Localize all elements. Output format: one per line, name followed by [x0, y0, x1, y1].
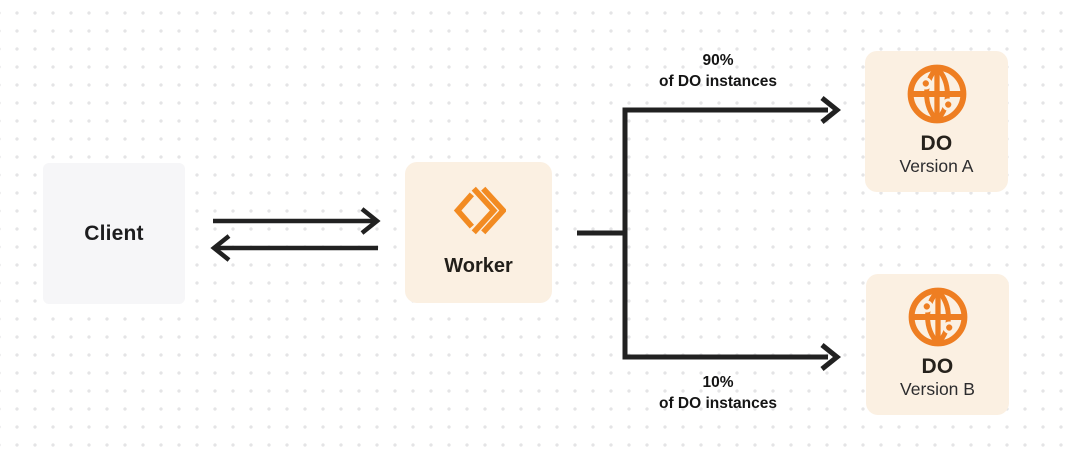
edge-label-90-percent-value: 90% — [702, 52, 734, 69]
durable-object-globe-icon — [905, 284, 971, 350]
client-to-worker-arrow — [213, 207, 381, 235]
do-b-subtitle: Version B — [900, 379, 975, 399]
do-version-b-node: DO Version B — [866, 274, 1009, 415]
worker-to-client-arrow — [210, 234, 378, 262]
workers-logo-icon — [451, 182, 508, 239]
edge-label-10-percent-caption: of DO instances — [659, 395, 777, 412]
durable-object-globe-icon — [904, 61, 970, 127]
worker-label: Worker — [444, 255, 513, 277]
worker-branch-lines — [577, 96, 842, 371]
edge-label-90-percent-caption: of DO instances — [659, 73, 777, 90]
arrowhead-do-b — [820, 343, 842, 371]
edge-label-10-percent-value: 10% — [702, 374, 734, 391]
worker-node: Worker — [405, 162, 552, 303]
do-b-title: DO — [921, 355, 954, 378]
edge-label-10-percent: 10% of DO instances — [608, 372, 828, 414]
client-label: Client — [84, 221, 144, 245]
do-version-a-node: DO Version A — [865, 51, 1008, 192]
do-a-subtitle: Version A — [899, 156, 974, 176]
do-a-title: DO — [920, 132, 953, 155]
edge-label-90-percent: 90% of DO instances — [608, 50, 828, 92]
arrowhead-do-a — [820, 96, 842, 124]
client-node: Client — [43, 163, 185, 304]
